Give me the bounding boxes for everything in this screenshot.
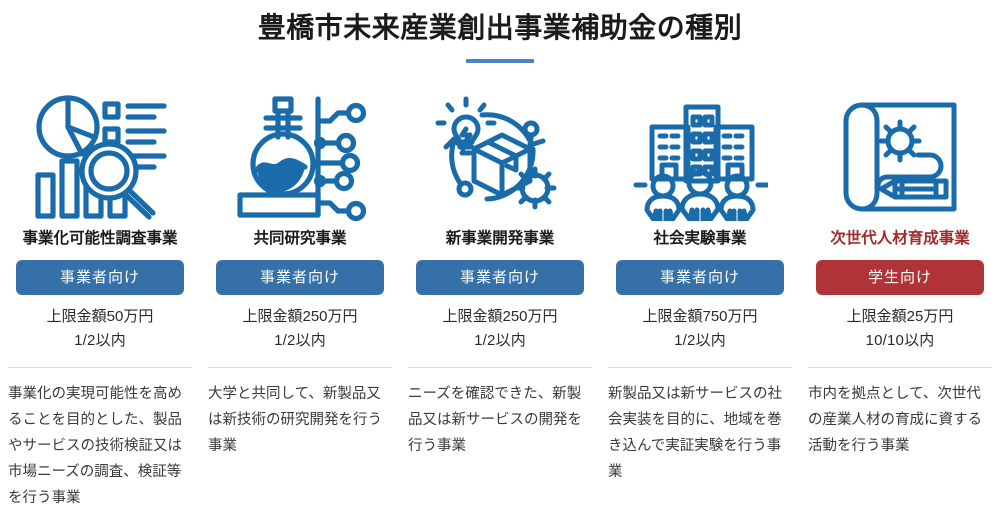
amount-block: 上限金額250万円 1/2以内 [242,305,357,353]
chart-analysis-icon [32,87,168,227]
title-underline-accent [466,59,534,63]
amount-rate: 1/2以内 [74,332,126,349]
amount-block: 上限金額50万円 1/2以内 [47,305,154,353]
amount-block: 上限金額25万円 10/10以内 [847,305,954,353]
audience-badge: 事業者向け [216,260,384,295]
subsidy-category-columns: 事業化可能性調査事業 事業者向け 上限金額50万円 1/2以内 事業化の実現可能… [0,63,1000,511]
subsidy-category-column: 共同研究事業 事業者向け 上限金額250万円 1/2以内 大学と共同して、新製品… [208,87,392,459]
city-people-icon [632,87,768,227]
divider [408,367,592,368]
amount-limit: 上限金額50万円 [46,308,154,325]
audience-badge: 学生向け [816,260,984,295]
amount-rate: 10/10以内 [865,332,935,349]
header: 豊橋市未来産業創出事業補助金の種別 [0,0,1000,63]
audience-badge: 事業者向け [616,260,784,295]
divider [8,367,192,368]
amount-limit: 上限金額750万円 [642,308,758,325]
category-description: 市内を拠点として、次世代の産業人材の育成に資する活動を行う事業 [808,386,982,454]
category-name: 次世代人材育成事業 [830,230,970,247]
category-name: 社会実験事業 [653,230,747,247]
subsidy-category-column: 社会実験事業 事業者向け 上限金額750万円 1/2以内 新製品又は新サービスの… [608,87,792,485]
category-name: 共同研究事業 [253,230,347,247]
subsidy-category-column: 事業化可能性調査事業 事業者向け 上限金額50万円 1/2以内 事業化の実現可能… [8,87,192,511]
divider [808,367,992,368]
category-description: 大学と共同して、新製品又は新技術の研究開発を行う事業 [208,386,382,454]
amount-rate: 1/2以内 [274,332,326,349]
page-title: 豊橋市未来産業創出事業補助金の種別 [257,12,743,43]
amount-rate: 1/2以内 [674,332,726,349]
divider [608,367,792,368]
category-description: 事業化の実現可能性を高めることを目的とした、製品やサービスの技術検証又は市場ニー… [8,386,182,506]
audience-badge: 事業者向け [416,260,584,295]
amount-block: 上限金額750万円 1/2以内 [642,305,757,353]
amount-limit: 上限金額25万円 [846,308,954,325]
amount-limit: 上限金額250万円 [442,308,558,325]
category-description: 新製品又は新サービスの社会実装を目的に、地域を巻き込んで実証実験を行う事業 [608,386,782,480]
product-development-icon [432,87,568,227]
flask-circuit-icon [232,87,368,227]
amount-rate: 1/2以内 [474,332,526,349]
subsidy-category-column: 新事業開発事業 事業者向け 上限金額250万円 1/2以内 ニーズを確認できた、… [408,87,592,459]
blueprint-gear-pencil-icon [832,87,968,227]
category-name: 事業化可能性調査事業 [22,230,178,247]
category-name: 新事業開発事業 [445,230,555,247]
audience-badge: 事業者向け [16,260,184,295]
divider [208,367,392,368]
amount-block: 上限金額250万円 1/2以内 [442,305,557,353]
category-description: ニーズを確認できた、新製品又は新サービスの開発を行う事業 [408,386,582,454]
subsidy-category-column: 次世代人材育成事業 学生向け 上限金額25万円 10/10以内 市内を拠点として… [808,87,992,459]
amount-limit: 上限金額250万円 [242,308,358,325]
